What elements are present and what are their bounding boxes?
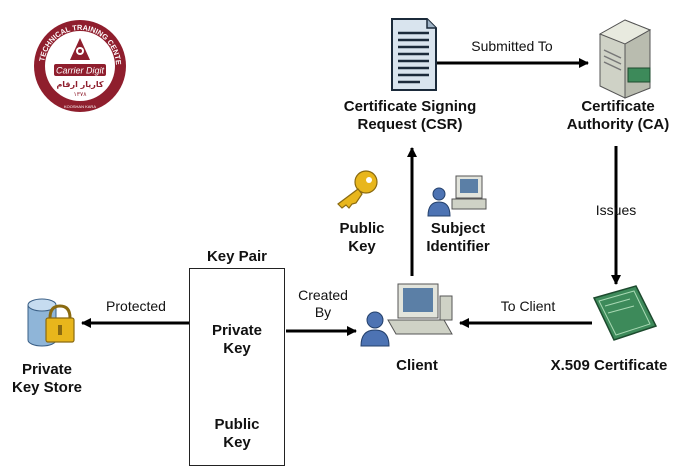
- csr-document-icon: [391, 18, 437, 91]
- subject-identifier-label: Subject Identifier: [408, 220, 508, 256]
- key-pair-title: Key Pair: [206, 248, 268, 265]
- edge-created-by: Created By: [288, 287, 358, 321]
- public-key-icon: [337, 170, 378, 209]
- key-pair-box: [189, 268, 285, 466]
- client-label: Client: [396, 357, 438, 374]
- edge-protected: Protected: [106, 298, 166, 314]
- x509-label: X.509 Certificate: [550, 357, 668, 374]
- subject-label-line1: Subject: [430, 220, 486, 237]
- key-store-label-line1: Private: [21, 361, 73, 378]
- edge-to-client: To Client: [500, 298, 556, 314]
- private-key-label-line2: Key: [223, 340, 251, 357]
- keypair-public-label-line1: Public: [214, 416, 260, 433]
- private-key-label: Private Key: [189, 322, 285, 358]
- logo-bottom-text: KOOSHAN KARA: [64, 104, 96, 109]
- ca-server-icon: [598, 19, 652, 99]
- key-store-label-line2: Key Store: [11, 379, 83, 396]
- csr-label-line1: Certificate Signing: [343, 98, 477, 115]
- ca-label-line2: Authority (CA): [566, 116, 670, 133]
- key-store-label: Private Key Store: [2, 361, 92, 397]
- client-workstation-icon: [360, 283, 453, 347]
- private-key-label-line1: Private: [211, 322, 263, 339]
- x509-certificate-icon: [592, 285, 658, 341]
- edge-issues: Issues: [595, 202, 637, 218]
- csr-label-line2: Request (CSR): [357, 116, 463, 133]
- edge-created-by-line1: Created: [298, 287, 348, 303]
- ca-label: Certificate Authority (CA): [556, 98, 680, 134]
- keypair-public-label-line2: Key: [223, 434, 251, 451]
- edge-created-by-line2: By: [314, 303, 332, 320]
- csr-label: Certificate Signing Request (CSR): [320, 98, 500, 134]
- subject-identifier-icon: [427, 175, 487, 217]
- public-key-label-line2: Key: [348, 238, 376, 255]
- logo-brand: Carrier Digit: [56, 66, 105, 76]
- public-key-label-line1: Public: [339, 220, 385, 237]
- logo-year: ۱۳۷۸: [74, 91, 88, 98]
- locked-database-icon: [27, 298, 75, 347]
- logo-persian-name: کاریار ارقام: [56, 80, 103, 89]
- subject-label-line2: Identifier: [426, 238, 490, 255]
- carrier-digit-logo: IT TECHNICAL TRAINING CENTER Carrier Dig…: [32, 18, 126, 112]
- ca-label-line1: Certificate: [581, 98, 655, 115]
- edge-submitted-to: Submitted To: [471, 38, 553, 54]
- keypair-public-key-label: Public Key: [189, 416, 285, 452]
- public-key-label: Public Key: [322, 220, 402, 256]
